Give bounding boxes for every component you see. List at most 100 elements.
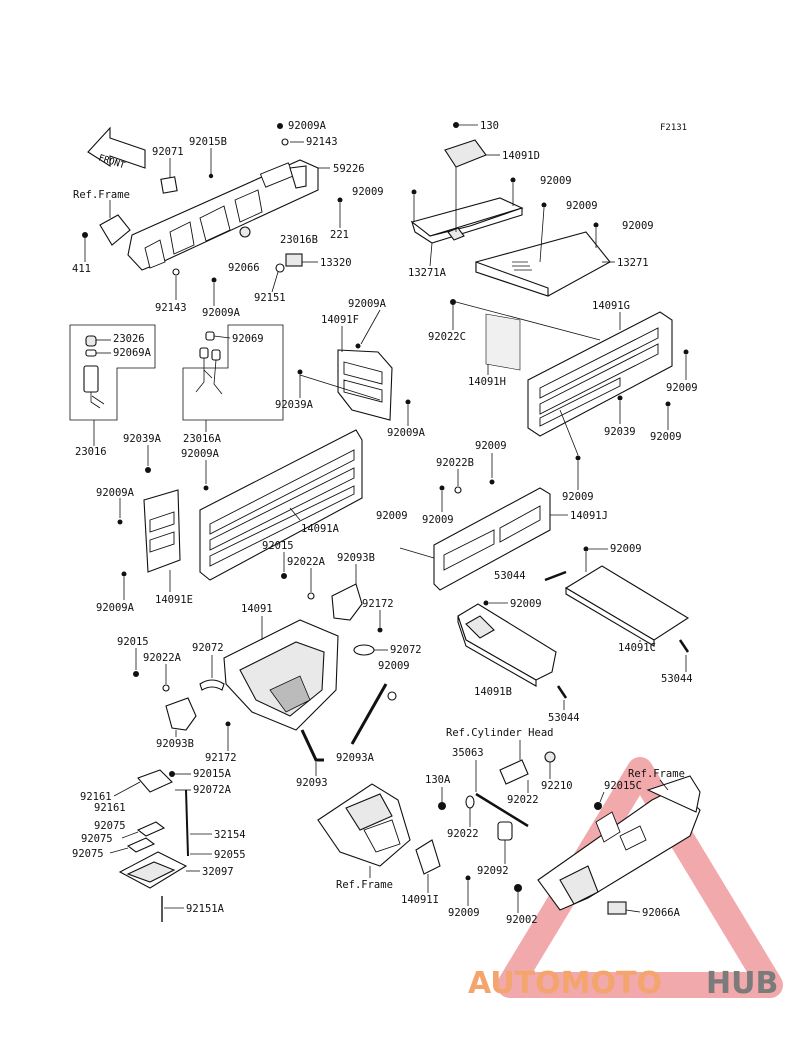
label-92022A-left: 92022A xyxy=(143,652,182,664)
label-92075-b: 92075 xyxy=(81,833,113,845)
cargo-tray-14091 xyxy=(223,619,339,731)
label-13271: 13271 xyxy=(617,257,649,269)
bolt-53044-c xyxy=(556,685,568,699)
label-53044-b: 53044 xyxy=(661,673,693,685)
label-92009-cover-d: 92009 xyxy=(622,220,654,232)
label-92071: 92071 xyxy=(152,146,184,158)
label-14091H: 14091H xyxy=(468,376,506,388)
side-panel-14091A xyxy=(199,429,363,581)
label-92009-panelJ-a: 92009 xyxy=(376,510,408,522)
label-92093B-left: 92093B xyxy=(156,738,194,750)
label-92009-cover-c: 92009 xyxy=(566,200,598,212)
connector-13320 xyxy=(275,253,303,273)
label-130A: 130A xyxy=(425,774,451,786)
ref-frame-label-topleft: Ref.Frame xyxy=(73,189,130,201)
label-92072-left: 92072 xyxy=(192,642,224,654)
label-14091E: 14091E xyxy=(155,594,193,606)
label-92093B-center: 92093B xyxy=(337,552,375,564)
watermark-text-hub: HUB xyxy=(706,966,778,1001)
label-23016: 23016 xyxy=(75,446,107,458)
label-92172-center: 92172 xyxy=(362,598,394,610)
label-14091B: 14091B xyxy=(474,686,512,698)
lever-assembly-32097 xyxy=(118,769,189,922)
frame-section-ref xyxy=(317,783,441,875)
label-92066A: 92066A xyxy=(642,907,681,919)
wiring-inset-23016A xyxy=(182,324,284,421)
label-92015-left: 92015 xyxy=(117,636,149,648)
label-92009-cover-b: 92009 xyxy=(540,175,572,187)
label-13320: 13320 xyxy=(320,257,352,269)
label-92009-center: 92009 xyxy=(378,660,410,672)
panel-14091B xyxy=(457,603,557,687)
label-92022C: 92022C xyxy=(428,331,466,343)
clamp-92072 xyxy=(199,679,225,691)
label-92015C: 92015C xyxy=(604,780,642,792)
label-92002: 92002 xyxy=(506,914,538,926)
ref-frame-label-right: Ref.Frame xyxy=(628,768,685,780)
label-59226: 59226 xyxy=(333,163,365,175)
label-411: 411 xyxy=(72,263,91,275)
label-92015A: 92015A xyxy=(193,768,232,780)
label-92009A-gate2: 92009A xyxy=(387,427,426,439)
label-92015B: 92015B xyxy=(189,136,227,148)
label-32097: 32097 xyxy=(202,866,234,878)
label-35063: 35063 xyxy=(452,747,484,759)
label-92151A: 92151A xyxy=(186,903,225,915)
label-92075-c: 92075 xyxy=(72,848,104,860)
ref-cylinder-head-label: Ref.Cylinder Head xyxy=(446,727,553,739)
label-92015-center: 92015 xyxy=(262,540,294,552)
label-130: 130 xyxy=(480,120,499,132)
label-92022-a: 92022 xyxy=(507,794,539,806)
bracket-92093B xyxy=(331,583,363,621)
panel-14091F xyxy=(337,349,393,421)
label-92143-top: 92143 xyxy=(306,136,338,148)
label-92009A-bracket: 92009A xyxy=(96,487,135,499)
label-92069A: 92069A xyxy=(113,347,152,359)
front-panel-assembly xyxy=(82,159,319,271)
label-92072-center: 92072 xyxy=(390,644,422,656)
label-92151: 92151 xyxy=(254,292,286,304)
engine-mount-assembly xyxy=(438,751,701,915)
label-32154: 32154 xyxy=(214,829,246,841)
label-14091J: 14091J xyxy=(570,510,608,522)
rod-92093A xyxy=(350,683,397,745)
label-92009-side-c: 92009 xyxy=(562,491,594,503)
front-arrow-icon: FRONT xyxy=(87,126,146,171)
label-92143-left: 92143 xyxy=(155,302,187,314)
label-13271A: 13271A xyxy=(408,267,447,279)
label-92069: 92069 xyxy=(232,333,264,345)
label-92022A-center: 92022A xyxy=(287,556,326,568)
label-92009-panelJ-b: 92009 xyxy=(422,514,454,526)
label-92066: 92066 xyxy=(228,262,260,274)
panel-14091C xyxy=(564,565,690,647)
label-14091A: 14091A xyxy=(301,523,340,535)
cover-13271A xyxy=(410,139,524,244)
label-92009A-gate: 92009A xyxy=(348,298,387,310)
wiring-inset-23016 xyxy=(69,324,156,421)
label-53044-a: 53044 xyxy=(494,570,526,582)
bolt-53044-b xyxy=(678,639,690,653)
label-92009A-rail: 92009A xyxy=(181,448,220,460)
watermark-logo: AUTOMOTO HUB xyxy=(468,966,778,1001)
label-92009A-top: 92009A xyxy=(288,120,327,132)
ref-frame-label-bottom: Ref.Frame xyxy=(336,879,393,891)
label-92172-left: 92172 xyxy=(205,752,237,764)
label-92009-14091B: 92009 xyxy=(510,598,542,610)
label-92055: 92055 xyxy=(214,849,246,861)
label-53044-c: 53044 xyxy=(548,712,580,724)
label-92039: 92039 xyxy=(604,426,636,438)
label-14091I: 14091I xyxy=(401,894,439,906)
side-panel-14091G xyxy=(485,311,673,437)
label-221: 221 xyxy=(330,229,349,241)
label-92093: 92093 xyxy=(296,777,328,789)
label-23016A: 23016A xyxy=(183,433,222,445)
label-92075-a: 92075 xyxy=(94,820,126,832)
label-14091C: 14091C xyxy=(618,642,656,654)
label-92072A: 92072A xyxy=(193,784,232,796)
bracket-92093B-left xyxy=(165,697,197,731)
label-92092: 92092 xyxy=(477,865,509,877)
label-92039A-left: 92039A xyxy=(123,433,162,445)
figure-code: F2131 xyxy=(660,123,687,133)
cover-13271 xyxy=(475,231,611,297)
